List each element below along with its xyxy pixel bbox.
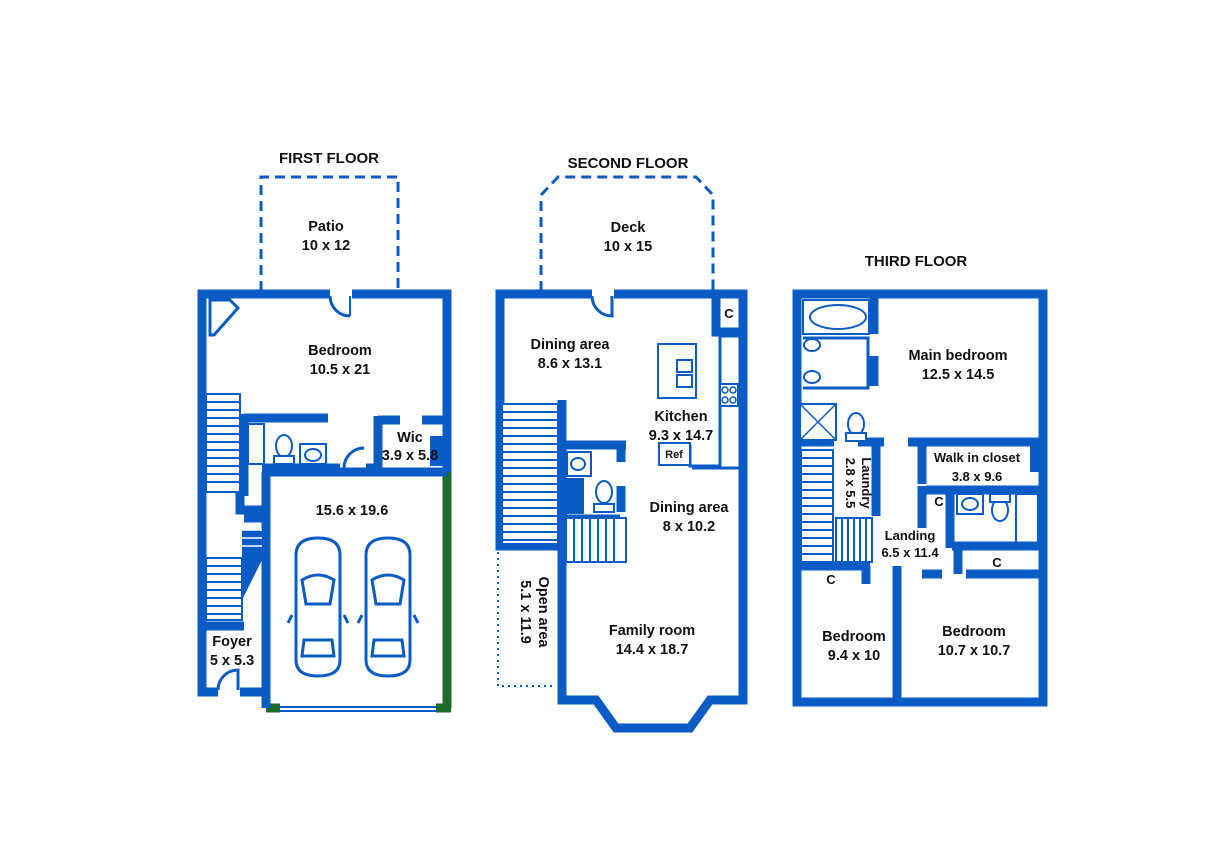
dining-upper-label: Dining area bbox=[531, 337, 611, 353]
bedroom-left-size: 9.4 x 10 bbox=[828, 648, 880, 664]
open-area-label: Open area bbox=[535, 577, 551, 649]
third-floor: THIRD FLOOR Main bedroom 12.5 x 14.5 Wal… bbox=[792, 253, 1048, 707]
car-left bbox=[286, 536, 350, 678]
open-area-size: 5.1 x 11.9 bbox=[517, 580, 533, 644]
second-stair-walls bbox=[557, 400, 626, 546]
first-stair-walls bbox=[235, 492, 266, 523]
first-outer-wall-right bbox=[352, 289, 452, 472]
first-stairs-lower bbox=[205, 529, 262, 621]
walk-in-wall bbox=[908, 437, 1043, 484]
patio-door-swing bbox=[328, 295, 351, 318]
landing-size: 6.5 x 11.4 bbox=[881, 545, 939, 560]
second-closet-wall bbox=[711, 294, 743, 337]
family-room-label: Family room bbox=[609, 623, 695, 639]
wic-size: 3.9 x 5.8 bbox=[382, 448, 438, 464]
dining-upper-size: 8.6 x 13.1 bbox=[538, 356, 603, 372]
second-closet-label: C bbox=[724, 306, 734, 321]
foyer-size: 5 x 5.3 bbox=[210, 653, 254, 669]
second-stairs bbox=[501, 403, 627, 563]
deck-size: 10 x 15 bbox=[604, 239, 652, 255]
bedroom-right-label: Bedroom bbox=[942, 624, 1006, 640]
kitchen-island bbox=[657, 343, 697, 399]
landing-label: Landing bbox=[885, 528, 936, 543]
dining-lower-label: Dining area bbox=[650, 500, 730, 516]
patio-outline bbox=[259, 175, 400, 291]
wic-walls bbox=[373, 415, 447, 468]
main-bath-fixtures bbox=[799, 299, 870, 442]
second-outer-wall bbox=[495, 289, 748, 733]
patio-size: 10 x 12 bbox=[302, 238, 350, 254]
kitchen-counter bbox=[688, 334, 739, 468]
third-closet-right: C bbox=[992, 555, 1002, 570]
main-bedroom-size: 12.5 x 14.5 bbox=[922, 367, 995, 383]
refrigerator bbox=[658, 442, 691, 466]
foyer-door-swing bbox=[216, 668, 240, 691]
second-floor-title: SECOND FLOOR bbox=[568, 155, 689, 172]
family-room-size: 14.4 x 18.7 bbox=[616, 642, 689, 658]
third-stairs bbox=[800, 449, 873, 563]
car-right bbox=[356, 536, 420, 678]
deck-outline bbox=[539, 175, 715, 291]
deck-label: Deck bbox=[611, 220, 647, 236]
laundry-label: Laundry bbox=[859, 457, 874, 509]
bath-tub bbox=[247, 423, 265, 465]
walk-in-label: Walk in closet bbox=[934, 450, 1021, 465]
first-floor-title: FIRST FLOOR bbox=[279, 150, 379, 167]
first-stairs-upper bbox=[205, 393, 241, 493]
first-bedroom-label: Bedroom bbox=[308, 343, 372, 359]
fireplace bbox=[208, 298, 241, 337]
bedroom-walls bbox=[797, 548, 1043, 702]
first-floor: FIRST FLOOR Patio 10 x 12 bbox=[197, 150, 452, 713]
third-floor-title: THIRD FLOOR bbox=[865, 253, 968, 270]
ref-label: Ref bbox=[665, 449, 683, 461]
laundry-size: 2.8 x 5.5 bbox=[843, 458, 858, 509]
walk-in-size: 3.8 x 9.6 bbox=[952, 469, 1003, 484]
patio-label: Patio bbox=[308, 219, 344, 235]
wic-label: Wic bbox=[397, 430, 423, 446]
toilet bbox=[275, 434, 293, 458]
main-bedroom-label: Main bedroom bbox=[908, 348, 1007, 364]
deck-door-swing bbox=[590, 295, 614, 318]
first-outer-wall-left bbox=[197, 289, 330, 697]
powder-room bbox=[562, 448, 620, 518]
first-bedroom-size: 10.5 x 21 bbox=[310, 362, 370, 378]
kitchen-size: 9.3 x 14.7 bbox=[649, 428, 714, 444]
bath-two-fixtures bbox=[956, 493, 1039, 547]
foyer-label: Foyer bbox=[212, 634, 252, 650]
bath-door-swing bbox=[342, 446, 365, 469]
garage-size: 15.6 x 19.6 bbox=[316, 503, 389, 519]
second-floor: SECOND FLOOR Deck 10 x 15 Open area 5.1 … bbox=[495, 155, 748, 733]
bedroom-left-label: Bedroom bbox=[822, 629, 886, 645]
bedroom-right-size: 10.7 x 10.7 bbox=[938, 643, 1011, 659]
third-closet-left: C bbox=[826, 572, 836, 587]
dining-lower-size: 8 x 10.2 bbox=[663, 519, 715, 535]
third-closet-mid: C bbox=[934, 494, 944, 509]
open-area-outline bbox=[497, 552, 552, 687]
kitchen-label: Kitchen bbox=[654, 409, 707, 425]
